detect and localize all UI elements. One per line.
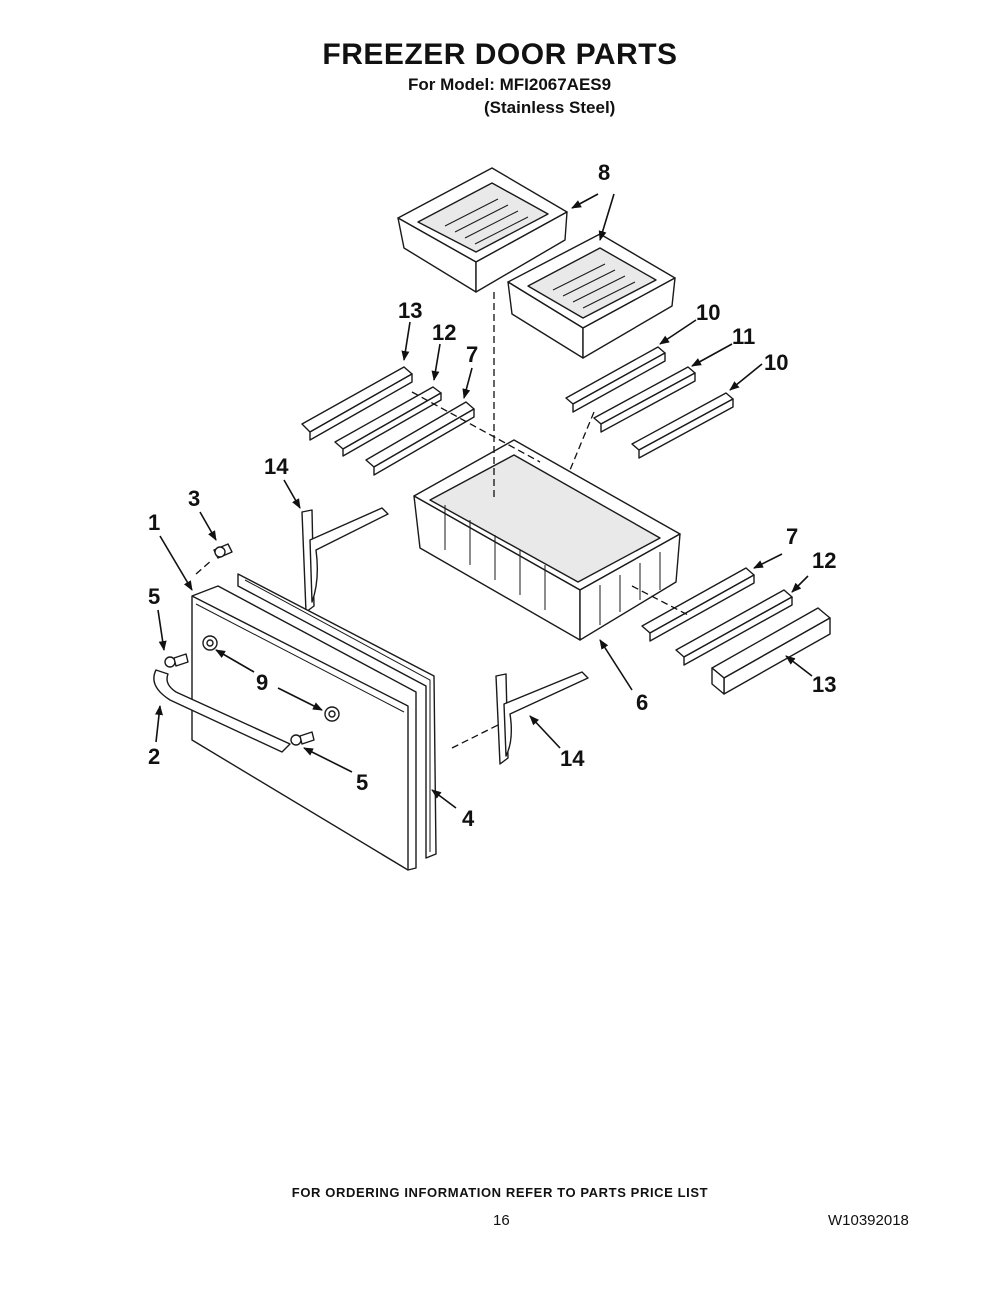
callout-6: 6: [636, 690, 648, 715]
slide-rail-left: [334, 386, 442, 457]
door-gasket: [237, 573, 437, 859]
freezer-basket: [413, 439, 681, 641]
upper-rail-right-center: [593, 366, 696, 433]
door-panel: [191, 585, 417, 871]
callout-5-upper: 5: [148, 584, 160, 609]
callout-14-upper: 14: [264, 454, 289, 479]
callout-4: 4: [462, 806, 475, 831]
page-title: FREEZER DOOR PARTS: [322, 38, 678, 71]
rail-cover-left: [301, 366, 413, 441]
ordering-note: FOR ORDERING INFORMATION REFER TO PARTS …: [291, 1185, 709, 1200]
callout-13-lower: 13: [812, 672, 836, 697]
model-number: For Model: MFI2067AES9: [408, 75, 612, 94]
callout-1: 1: [148, 510, 160, 535]
upper-basket-rear: [397, 167, 568, 293]
upper-rail-right-a: [565, 346, 666, 413]
callout-12-lower: 12: [812, 548, 836, 573]
finish-label: (Stainless Steel): [484, 98, 616, 117]
callout-7-lower: 7: [786, 524, 798, 549]
callout-9: 9: [256, 670, 268, 695]
alignment-lines: [195, 292, 691, 749]
document-number: W10392018: [828, 1212, 909, 1229]
callout-14-lower: 14: [560, 746, 585, 771]
upper-rail-right-b: [631, 392, 734, 459]
rail-cover-right: [711, 607, 831, 695]
upper-basket-front: [507, 233, 676, 359]
page-number: 16: [493, 1212, 510, 1229]
callout-13-upper: 13: [398, 298, 422, 323]
callout-11: 11: [732, 324, 755, 349]
support-bracket-right: [495, 671, 589, 765]
handle-screw-lower: [290, 731, 315, 746]
handle-mount-upper: [202, 635, 218, 651]
leader-lines: [155, 193, 813, 809]
callout-10-upper: 10: [696, 300, 720, 325]
rail-bracket-right: [641, 567, 755, 642]
callout-2: 2: [148, 744, 160, 769]
support-bracket-left: [301, 507, 389, 613]
hinge-screw: [213, 543, 233, 559]
callout-3: 3: [188, 486, 200, 511]
handle-mount-lower: [324, 706, 340, 722]
callout-10-lower: 10: [764, 350, 788, 375]
door-handle: [153, 669, 291, 753]
rail-bracket-left: [365, 401, 475, 476]
slide-rail-right: [675, 589, 793, 666]
handle-screw-upper: [164, 653, 189, 668]
callout-7-upper: 7: [466, 342, 478, 367]
callout-labels: 8 13 12 7 10 11 10 14 3 1 5 9 2 5 4 6 7 …: [148, 160, 836, 831]
callout-5-lower: 5: [356, 770, 368, 795]
callout-12-upper: 12: [432, 320, 456, 345]
callout-8: 8: [598, 160, 610, 185]
